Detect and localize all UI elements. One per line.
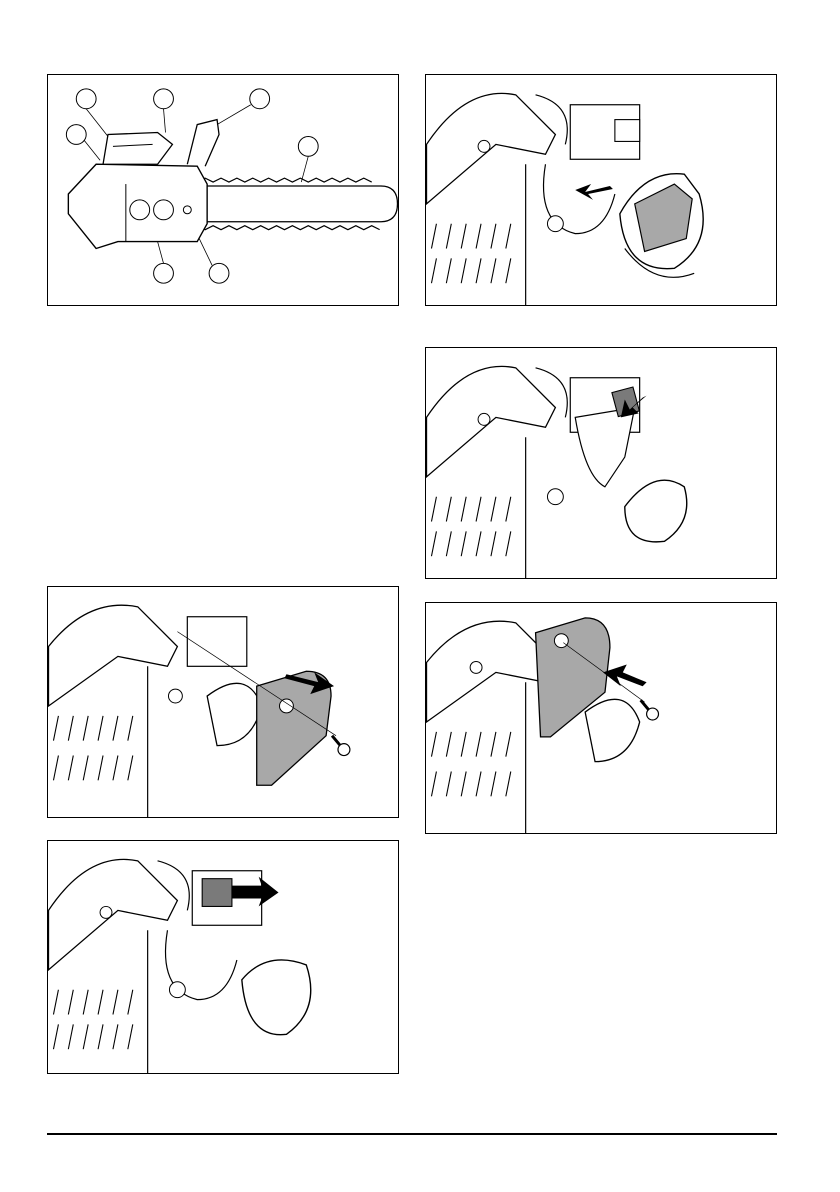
figure-install-cover — [425, 602, 777, 834]
figure-remove-cover — [47, 586, 399, 818]
remove-cover-illustration — [48, 587, 398, 817]
figure-saw-overview — [47, 74, 399, 306]
install-cover-illustration — [426, 603, 776, 833]
connect-plug-illustration — [426, 348, 776, 578]
figure-connect-plug — [425, 347, 777, 579]
footer-rule — [47, 1133, 777, 1135]
figure-insert-battery — [425, 74, 777, 306]
insert-battery-illustration — [426, 75, 776, 305]
saw-overview-illustration — [48, 75, 398, 305]
figure-disconnect-plug — [47, 840, 399, 1074]
disconnect-plug-illustration — [48, 841, 398, 1073]
